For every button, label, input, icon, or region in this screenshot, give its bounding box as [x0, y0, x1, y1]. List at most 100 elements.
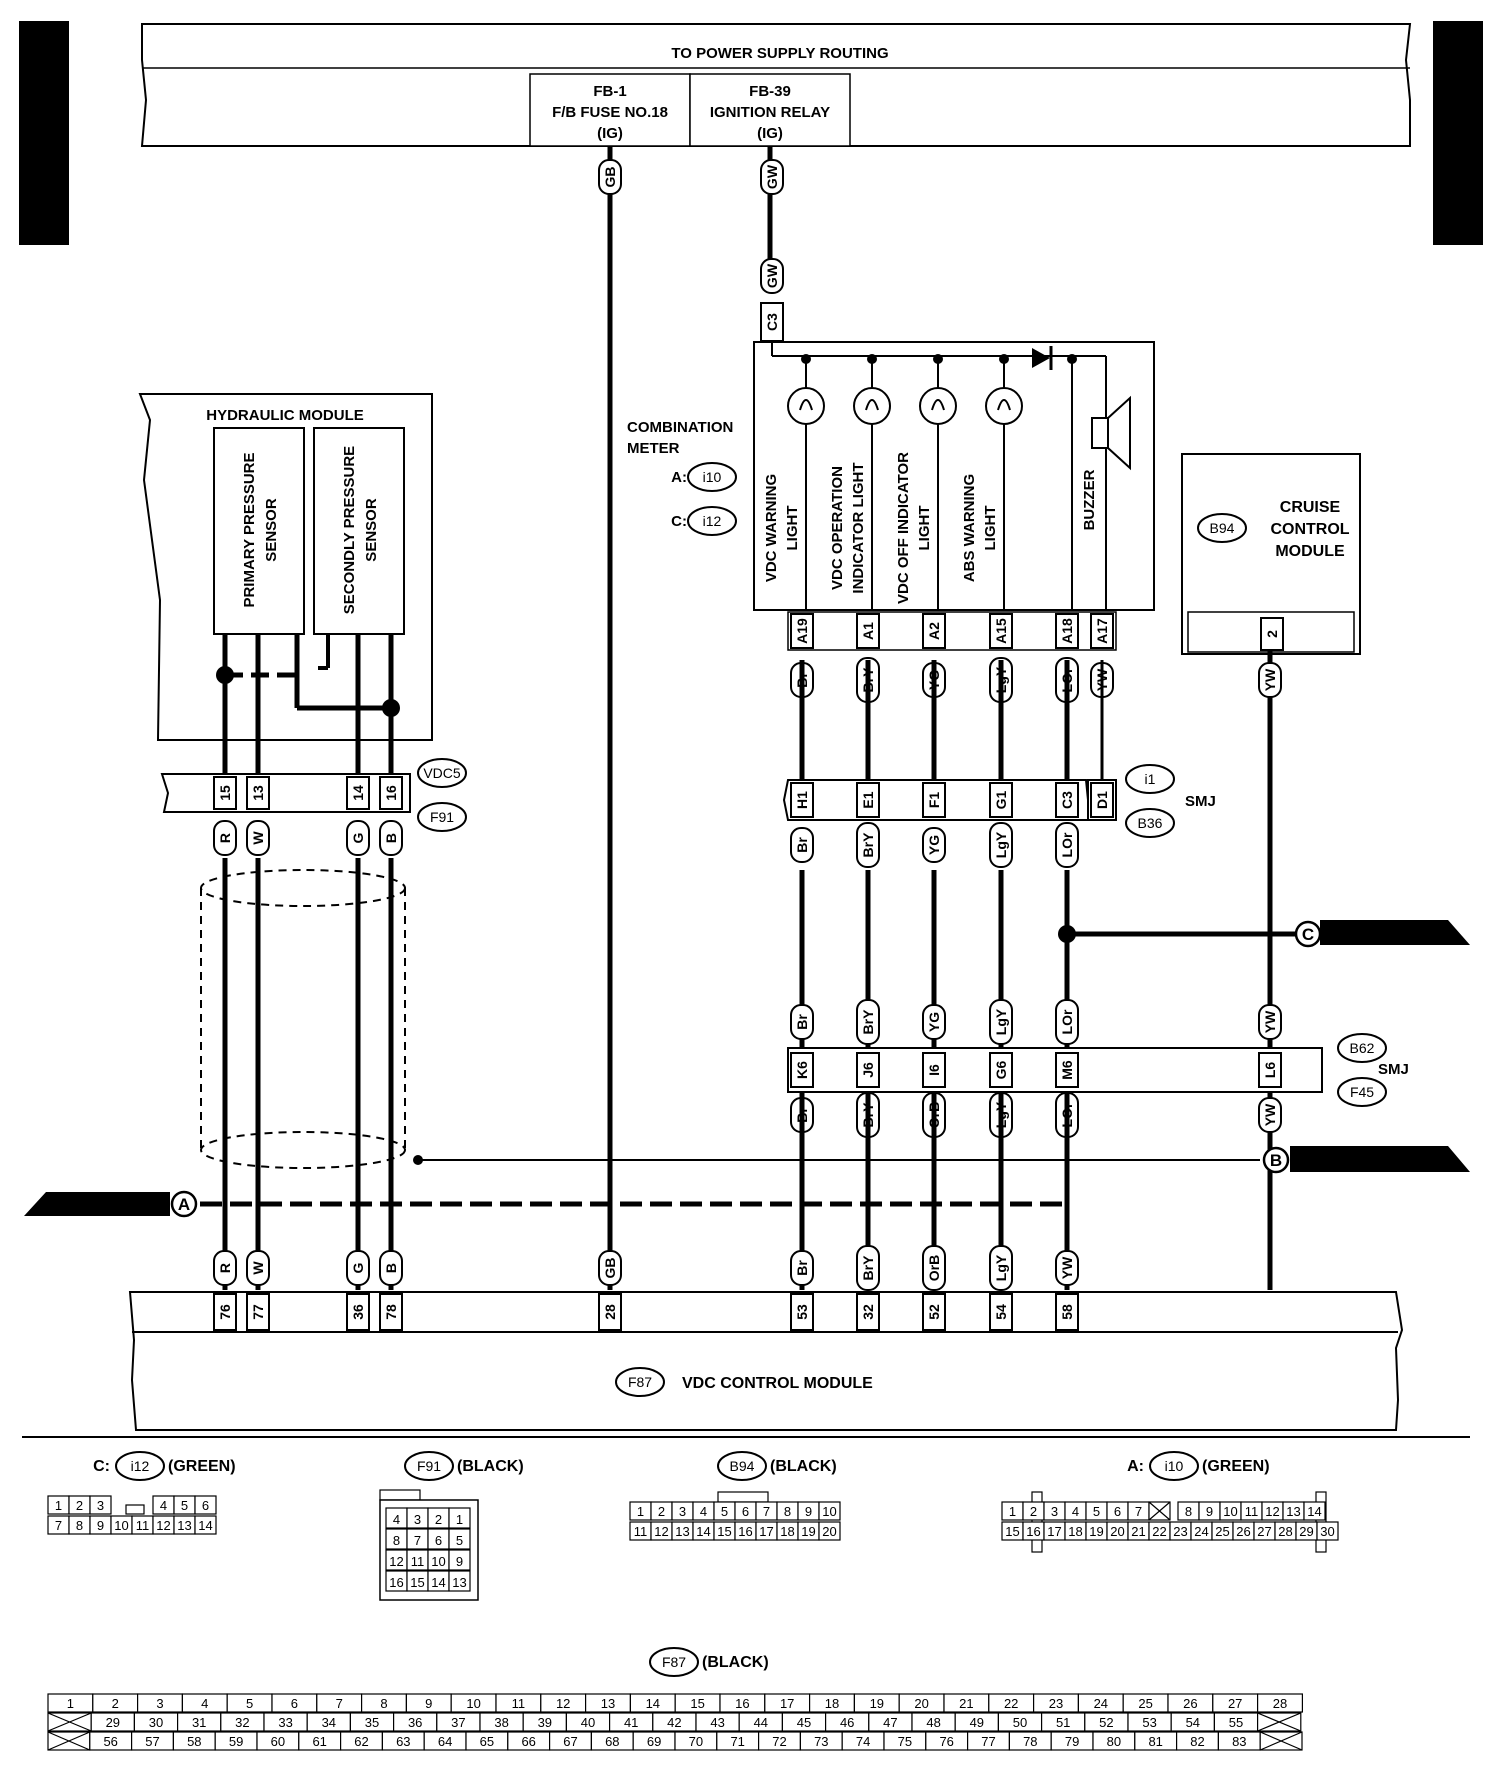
- wire-color-tag-shape: [1055, 999, 1079, 1045]
- face-f87-row1-pin: 1: [67, 1696, 74, 1711]
- pin-box-shape: [1090, 613, 1114, 649]
- hyd-pin-15: 15: [213, 776, 237, 810]
- secondary-pressure-sensor-label: SECONDLY PRESSURE: [341, 446, 358, 614]
- face-f87-row3-pin: 75: [898, 1734, 912, 1749]
- wire-color-tag-shape: [346, 820, 370, 856]
- face-f87-color: (BLACK): [702, 1654, 769, 1671]
- pin-text: 13: [250, 785, 266, 801]
- face-f87-row2-pin: 49: [970, 1715, 984, 1730]
- wire-color-text: OrB: [926, 1255, 942, 1281]
- connector-b62: B62: [1337, 1033, 1387, 1063]
- pin-box-shape: [790, 782, 814, 818]
- face-f87-row2-pin: 34: [322, 1715, 336, 1730]
- primary-pressure-sensor-label: PRIMARY PRESSURE: [241, 452, 258, 607]
- face-f87-row1-pin: 15: [690, 1696, 704, 1711]
- face-f87-row1-pin: 25: [1138, 1696, 1152, 1711]
- face-b94-id: B94: [717, 1451, 767, 1481]
- face-i10-row2-pin: 24: [1194, 1524, 1208, 1539]
- face-i10-row2-pin: 17: [1047, 1524, 1061, 1539]
- ecm-wire-tag-GB: GB: [598, 1250, 622, 1286]
- reference-letter-text: C: [1302, 925, 1314, 944]
- face-i10-row1a-pin: 5: [1093, 1504, 1100, 1519]
- pin-text: 14: [350, 785, 366, 801]
- gw-mid-tag: GW: [760, 258, 784, 294]
- wire-color-tag-shape: [598, 1250, 622, 1286]
- face-f87-row3-pin: 69: [647, 1734, 661, 1749]
- face-f91-row-pin: 3: [414, 1512, 421, 1527]
- face-f87-row2-pin: 55: [1229, 1715, 1243, 1730]
- connector-id-text: F91: [417, 1458, 441, 1474]
- wire-color-text: W: [250, 831, 266, 845]
- connector-oval: [404, 1451, 454, 1481]
- face-i10-row1a-pin: 1: [1009, 1504, 1016, 1519]
- smj-label-lower: SMJ: [1378, 1061, 1409, 1078]
- upper-wire-tag-LgY: LgY: [989, 999, 1013, 1045]
- pin-text: 16: [383, 785, 399, 801]
- wire-color-text: GB: [602, 1258, 618, 1279]
- face-f87-row1-pin: 7: [336, 1696, 343, 1711]
- face-f87-row1-pin: 10: [466, 1696, 480, 1711]
- vdc5-connector: [160, 773, 411, 813]
- secondary-pressure-sensor-label: SENSOR: [363, 498, 380, 562]
- face-i10-row1a-pin: 2: [1030, 1504, 1037, 1519]
- smj2-pin-I6: I6: [922, 1052, 946, 1088]
- ecm-wire-tag-Br: Br: [790, 1250, 814, 1286]
- hyd-wire-tag-R: R: [213, 820, 237, 856]
- lamp-label: VDC WARNING: [763, 474, 780, 582]
- face-f91-color: (BLACK): [457, 1458, 524, 1475]
- buzzer-label: BUZZER: [1081, 469, 1098, 530]
- face-f91-row-pin: 16: [389, 1575, 403, 1590]
- wire-color-tag-shape: [856, 1245, 880, 1291]
- pin-text: G6: [993, 1060, 1009, 1079]
- face-f87-row2-pin: 40: [581, 1715, 595, 1730]
- face-i12-row1-cell: [89, 1495, 112, 1515]
- connector-id-text: F45: [1350, 1084, 1374, 1100]
- face-f87-row2-pin: 44: [754, 1715, 768, 1730]
- wire-color-text: YW: [1262, 1103, 1278, 1126]
- pin-box-shape: [1055, 1052, 1079, 1088]
- face-f91-row-pin: 8: [393, 1533, 400, 1548]
- page-tab-left: [19, 21, 69, 245]
- face-i10-row2-cell: [1316, 1521, 1339, 1541]
- face-f87-row1-cell: [1256, 1693, 1303, 1713]
- wire-color-tag-shape: [379, 820, 403, 856]
- pin-box-shape: [989, 1293, 1013, 1331]
- pin-text: F1: [926, 792, 942, 809]
- face-f87-row1-pin: 17: [780, 1696, 794, 1711]
- face-i12-row2-pin: 8: [76, 1518, 83, 1533]
- meter-pin-A19: A19: [790, 613, 814, 649]
- ref-c-letter: C: [1294, 920, 1322, 948]
- ecm-wire-tag-BrY: BrY: [856, 1245, 880, 1291]
- wire-color-tag-shape: [760, 159, 784, 195]
- c3-pin: C3: [760, 302, 784, 342]
- pin-box-shape: [346, 1293, 370, 1331]
- face-f91-row-cell: [448, 1528, 471, 1550]
- wire-color-tag-shape: [790, 827, 814, 863]
- smj2-pin-M6: M6: [1055, 1052, 1079, 1088]
- face-i10-row2-pin: 15: [1005, 1524, 1019, 1539]
- vdc-control-module-box: [128, 1291, 1404, 1431]
- face-b94-row1-cell: [818, 1501, 841, 1521]
- wire-color-tag-shape: [790, 1250, 814, 1286]
- wire-color-text: GW: [764, 263, 780, 288]
- face-f91-row-pin: 5: [456, 1533, 463, 1548]
- face-f91-row-pin: 1: [456, 1512, 463, 1527]
- face-f87-row3-pin: 78: [1023, 1734, 1037, 1749]
- face-b94-row1-pin: 8: [784, 1504, 791, 1519]
- face-f87-row2-pin: 31: [192, 1715, 206, 1730]
- face-f87-row3-pin: 67: [563, 1734, 577, 1749]
- face-f91-row-cell: [448, 1549, 471, 1571]
- face-i12-row1-cell: [194, 1495, 217, 1515]
- pin-box-shape: [790, 1052, 814, 1088]
- lamp-filament: [799, 399, 813, 411]
- connector-oval: [417, 802, 467, 832]
- face-f87-row2-pin: 32: [235, 1715, 249, 1730]
- pin-text: 53: [794, 1304, 810, 1320]
- face-i12-row1-pin: 5: [181, 1498, 188, 1513]
- face-f87-row3-pin: 65: [480, 1734, 494, 1749]
- hyd-splice-1: [216, 666, 234, 684]
- pin-text: I6: [926, 1064, 942, 1076]
- wire-color-text: BrY: [860, 832, 876, 858]
- cruise-module-name: CONTROL: [1270, 521, 1349, 538]
